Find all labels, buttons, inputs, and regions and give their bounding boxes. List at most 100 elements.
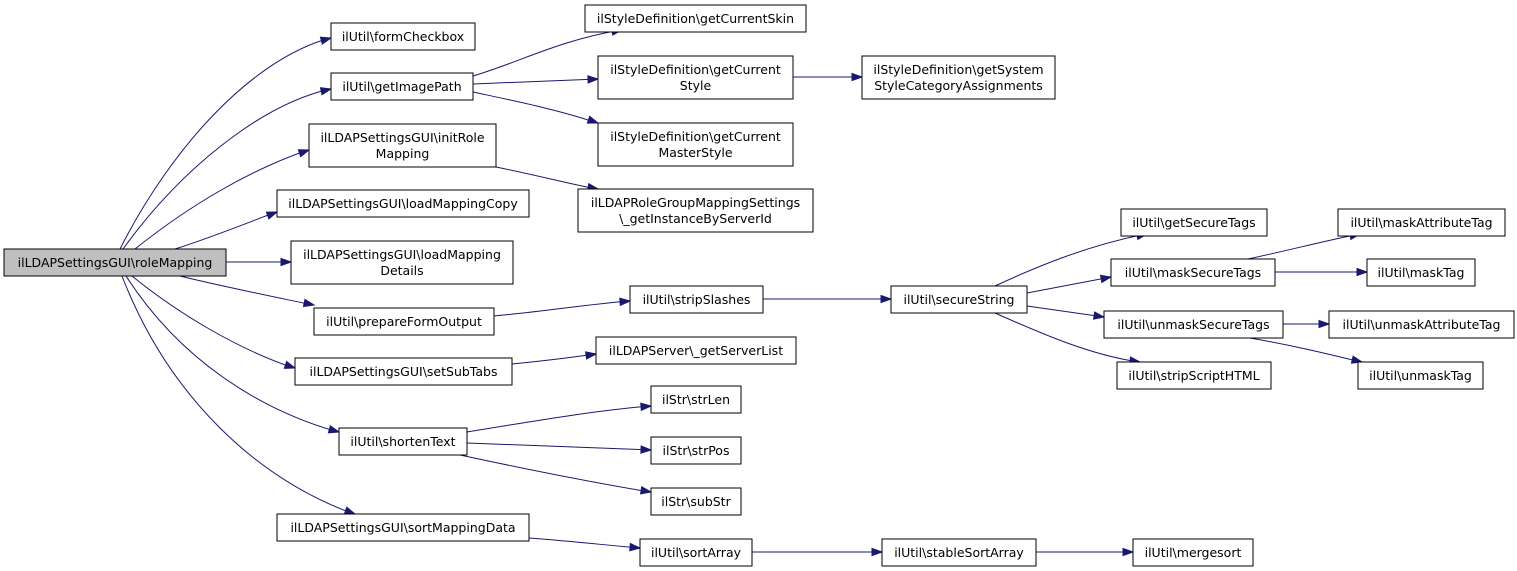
node-shortenText[interactable]: ilUtil\shortenText bbox=[338, 427, 468, 456]
node-label: ilLDAPSettingsGUI\roleMapping bbox=[18, 255, 213, 270]
edge-line bbox=[459, 454, 651, 493]
node-getSystemStyleCategoryAssignments[interactable]: ilStyleDefinition\getSystemStyleCategory… bbox=[861, 55, 1056, 100]
node-box bbox=[290, 240, 514, 285]
node-label: ilUtil\stripScriptHTML bbox=[1128, 368, 1259, 383]
edge-root-to-loadMappingDetails bbox=[226, 257, 293, 267]
node-setSubTabs[interactable]: ilLDAPSettingsGUI\setSubTabs bbox=[294, 357, 513, 386]
node-unmaskTag[interactable]: ilUtil\unmaskTag bbox=[1357, 361, 1484, 390]
node-label: ilStyleDefinition\getCurrent bbox=[610, 62, 781, 77]
node-label: ilUtil\mergesort bbox=[1145, 545, 1242, 560]
node-box bbox=[330, 22, 476, 51]
edge-line bbox=[1247, 233, 1360, 260]
node-box bbox=[330, 72, 474, 101]
node-subStr[interactable]: ilStr\subStr bbox=[650, 487, 742, 516]
edge-line bbox=[119, 37, 331, 250]
node-label: \_getInstanceByServerId bbox=[619, 211, 772, 226]
node-box bbox=[595, 336, 797, 365]
edge-line bbox=[493, 300, 630, 317]
node-box bbox=[650, 487, 742, 516]
arrowhead-icon bbox=[297, 149, 311, 158]
node-getCurrentSkin[interactable]: ilStyleDefinition\getCurrentSkin bbox=[584, 4, 807, 33]
node-box bbox=[1366, 258, 1476, 287]
arrowhead-icon bbox=[640, 402, 653, 412]
node-stripScriptHTML[interactable]: ilUtil\stripScriptHTML bbox=[1116, 361, 1272, 390]
node-unmaskAttributeTag[interactable]: ilUtil\unmaskAttributeTag bbox=[1328, 310, 1515, 339]
node-maskSecureTags[interactable]: ilUtil\maskSecureTags bbox=[1110, 258, 1276, 287]
edge-line bbox=[122, 88, 331, 250]
arrowhead-icon bbox=[639, 486, 653, 495]
edge-line bbox=[121, 275, 355, 515]
node-strPos[interactable]: ilStr\strPos bbox=[650, 436, 742, 465]
node-box bbox=[881, 538, 1037, 567]
node-formCheckbox[interactable]: ilUtil\formCheckbox bbox=[330, 22, 476, 51]
node-stripSlashes[interactable]: ilUtil\stripSlashes bbox=[629, 285, 764, 314]
node-getSecureTags[interactable]: ilUtil\getSecureTags bbox=[1120, 208, 1268, 237]
node-box bbox=[338, 427, 468, 456]
node-label: ilUtil\secureString bbox=[903, 292, 1014, 307]
node-label: ilUtil\stableSortArray bbox=[894, 545, 1024, 560]
node-box bbox=[276, 513, 530, 542]
node-box bbox=[276, 189, 530, 218]
node-sortMappingData[interactable]: ilLDAPSettingsGUI\sortMappingData bbox=[276, 513, 530, 542]
node-label: ilUtil\sortArray bbox=[651, 545, 742, 560]
node-box bbox=[861, 55, 1056, 100]
node-label: ilStr\strLen bbox=[662, 392, 730, 407]
edge-root-to-shortenText bbox=[125, 275, 341, 434]
node-label: ilLDAPSettingsGUI\sortMappingData bbox=[290, 520, 515, 535]
node-mergesort[interactable]: ilUtil\mergesort bbox=[1132, 538, 1254, 567]
edge-root-to-prepareFormOutput bbox=[179, 275, 316, 308]
arrowhead-icon bbox=[871, 547, 884, 557]
node-label: ilUtil\unmaskAttributeTag bbox=[1343, 317, 1501, 332]
edge-getCurrentStyle-to-getSystemStyleCategoryAssignments bbox=[793, 72, 864, 82]
edge-shortenText-to-strLen bbox=[466, 402, 653, 433]
node-label: ilLDAPServer\_getServerList bbox=[609, 343, 783, 358]
edge-line bbox=[125, 275, 339, 433]
node-box bbox=[1103, 310, 1284, 339]
node-loadMappingCopy[interactable]: ilLDAPSettingsGUI\loadMappingCopy bbox=[276, 189, 530, 218]
node-box bbox=[650, 436, 742, 465]
node-label: Mapping bbox=[376, 146, 430, 161]
arrowhead-icon bbox=[640, 445, 653, 454]
node-secureString[interactable]: ilUtil\secureString bbox=[890, 285, 1028, 314]
node-getInstanceByServerId[interactable]: ilLDAPRoleGroupMappingSettings\_getInsta… bbox=[577, 188, 814, 233]
node-label: ilLDAPRoleGroupMappingSettings bbox=[591, 195, 800, 210]
arrowhead-icon bbox=[629, 542, 642, 552]
node-getServerList[interactable]: ilLDAPServer\_getServerList bbox=[595, 336, 797, 365]
node-strLen[interactable]: ilStr\strLen bbox=[650, 385, 742, 414]
edge-line bbox=[472, 29, 622, 77]
node-stableSortArray[interactable]: ilUtil\stableSortArray bbox=[881, 538, 1037, 567]
edge-line bbox=[179, 275, 314, 306]
edge-line bbox=[131, 275, 295, 369]
edge-line bbox=[174, 211, 277, 250]
edge-getImagePath-to-getCurrentMasterStyle bbox=[472, 91, 600, 124]
node-label: ilStyleDefinition\getCurrentSkin bbox=[597, 11, 794, 26]
node-label: ilUtil\maskTag bbox=[1378, 265, 1465, 280]
node-unmaskSecureTags[interactable]: ilUtil\unmaskSecureTags bbox=[1103, 310, 1284, 339]
edge-line bbox=[466, 405, 651, 433]
node-box bbox=[1337, 208, 1506, 237]
node-root[interactable]: ilLDAPSettingsGUI\roleMapping bbox=[3, 248, 227, 277]
arrowhead-icon bbox=[1092, 311, 1106, 320]
edge-unmaskSecureTags-to-unmaskAttributeTag bbox=[1283, 319, 1331, 329]
arrowhead-icon bbox=[343, 506, 357, 515]
node-box bbox=[1132, 538, 1254, 567]
node-label: Details bbox=[380, 263, 423, 278]
edge-maskSecureTags-to-maskTag bbox=[1275, 267, 1369, 277]
arrowhead-icon bbox=[302, 298, 316, 308]
edge-line bbox=[528, 537, 640, 549]
node-sortArray[interactable]: ilUtil\sortArray bbox=[639, 538, 753, 567]
edge-getImagePath-to-getCurrentStyle bbox=[472, 75, 600, 85]
node-maskAttributeTag[interactable]: ilUtil\maskAttributeTag bbox=[1337, 208, 1506, 237]
node-getImagePath[interactable]: ilUtil\getImagePath bbox=[330, 72, 474, 101]
node-box bbox=[890, 285, 1028, 314]
node-prepareFormOutput[interactable]: ilUtil\prepareFormOutput bbox=[313, 307, 495, 336]
node-box bbox=[308, 123, 497, 168]
edge-line bbox=[466, 442, 652, 451]
node-box bbox=[313, 307, 495, 336]
node-box bbox=[1328, 310, 1515, 339]
node-maskTag[interactable]: ilUtil\maskTag bbox=[1366, 258, 1476, 287]
